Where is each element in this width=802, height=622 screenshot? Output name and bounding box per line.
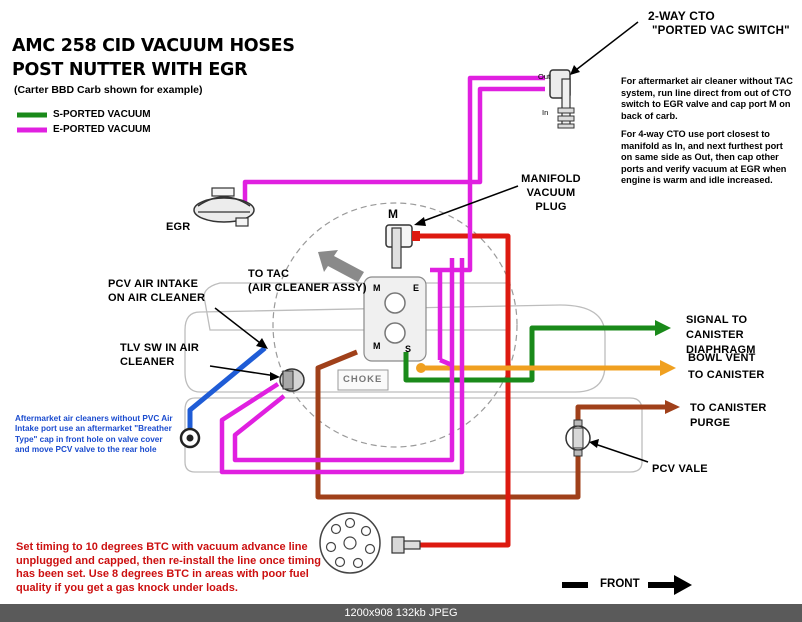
- manifold-plug-leader-line: [417, 185, 519, 224]
- pcv-breather-center: [186, 434, 194, 442]
- e-ported-carb-hose-c: [449, 258, 465, 365]
- canister-purge-arrowhead: [665, 400, 680, 414]
- aftermarket-tac-note: For aftermarket air cleaner without TAC …: [621, 76, 793, 121]
- front-label: FRONT: [600, 578, 640, 590]
- carburetor-bore-1: [384, 292, 406, 314]
- manifold-vacuum-hose: [412, 233, 511, 548]
- pcv-vale-label: PCV VALE: [652, 463, 708, 475]
- pcv-valve-nipple-bottom: [573, 449, 583, 457]
- cylinder-head-outline: [184, 397, 643, 473]
- e-ported-tlv-hose-a: [232, 365, 455, 463]
- tlv-switch-icon: [279, 368, 305, 392]
- choke-label: CHOKE: [343, 374, 383, 385]
- pcv-air-intake-label: PCV AIR INTAKE ON AIR CLEANER: [108, 278, 206, 304]
- e-ported-hose-short: [439, 357, 453, 368]
- manifold-plug-icon: [385, 224, 420, 269]
- tlv-leader-line: [209, 365, 277, 377]
- legend-label-s-ported: S-PORTED VACUUM: [53, 109, 151, 120]
- carburetor-bore-2: [384, 322, 406, 344]
- front-arrow-head: [674, 575, 692, 595]
- pcv-air-intake-hose: [187, 346, 267, 432]
- s-ported-signal-hose: [403, 325, 655, 383]
- cto-in-port-label: In: [542, 108, 549, 117]
- tlv-arrowhead: [270, 372, 280, 381]
- to-tac-label: TO TAC (AIR CLEANER ASSY): [248, 268, 367, 294]
- choke-plate: [337, 369, 389, 391]
- canister-purge-hose: [315, 349, 665, 500]
- cto-subtitle-label: "PORTED VAC SWITCH": [652, 25, 790, 37]
- diagram-subtitle: (Carter BBD Carb shown for example): [14, 84, 203, 96]
- e-ported-egr-hose-a: [242, 86, 545, 205]
- cto-out-port-label: Out: [538, 72, 551, 81]
- aftermarket-pcv-note: Aftermarket air cleaners without PVC Air…: [15, 414, 173, 455]
- timing-note: Set timing to 10 degrees BTC with vacuum…: [16, 541, 321, 594]
- manifold-plug-arrowhead: [414, 217, 426, 226]
- legend-label-e-ported: E-PORTED VACUUM: [53, 124, 151, 135]
- canister-purge-label: TO CANISTER PURGE: [690, 402, 767, 429]
- distributor-icon: [319, 512, 421, 574]
- pcv-vale-arrowhead: [589, 439, 599, 448]
- egr-valve-icon: [193, 187, 255, 227]
- air-cleaner-outline: [272, 202, 518, 448]
- bowl-vent-fitting: [416, 363, 426, 373]
- valve-cover-outline: [184, 304, 606, 393]
- pcv-intake-leader-line: [214, 307, 265, 347]
- carb-port-m-upper: M: [373, 283, 381, 293]
- four-way-cto-note: For 4-way CTO use port closest to manifo…: [621, 129, 787, 186]
- e-ported-tlv-hose-b: [219, 365, 465, 475]
- cto-leader-arrowhead: [570, 65, 580, 75]
- pcv-intake-arrowhead: [256, 338, 268, 349]
- signal-canister-label: SIGNAL TO CANISTER DIAPHRAGM: [686, 314, 756, 356]
- image-info-footer: 1200x908 132kb JPEG: [0, 604, 802, 622]
- manifold-plug-label: MANIFOLD VACUUM PLUG: [521, 173, 581, 213]
- to-tac-arrow: [318, 250, 364, 282]
- cto-title-label: 2-WAY CTO: [648, 9, 715, 23]
- carb-port-m-lower: M: [373, 341, 381, 351]
- cto-leader-line: [571, 21, 639, 74]
- pcv-vale-leader-line: [591, 442, 649, 463]
- diagram-title-line-1: AMC 258 CID VACUUM HOSES: [12, 36, 295, 56]
- signal-arrowhead: [655, 320, 671, 336]
- cto-switch-icon: [549, 69, 575, 129]
- egr-label: EGR: [166, 221, 191, 233]
- bowl-vent-arrowhead: [660, 360, 676, 376]
- pcv-valve-nipple-top: [573, 419, 583, 427]
- carb-port-s: S: [405, 344, 412, 354]
- tlv-switch-label: TLV SW IN AIR CLEANER: [120, 342, 199, 368]
- carburetor-body: [363, 276, 427, 362]
- manifold-port-m-label: M: [388, 207, 399, 221]
- carb-port-e: E: [413, 283, 420, 293]
- diagram-title-line-2: POST NUTTER WITH EGR: [12, 60, 248, 80]
- bowl-vent-label: BOWL VENT TO CANISTER: [688, 352, 765, 381]
- pcv-valve-core: [572, 427, 584, 449]
